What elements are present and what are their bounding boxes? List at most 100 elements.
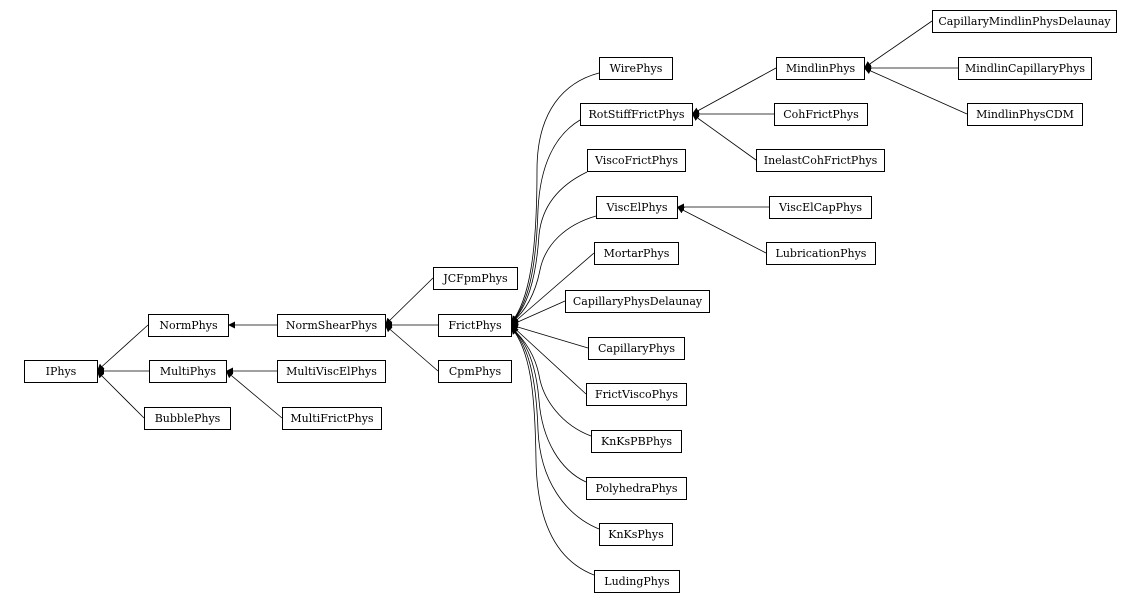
class-node-rotstifffrictphys[interactable]: RotStiffFrictPhys [580, 103, 693, 126]
class-node-knksphys[interactable]: KnKsPhys [599, 523, 673, 546]
edge-normphys-to-iphys [96, 324, 149, 372]
class-box [438, 314, 512, 337]
class-node-mindlinphys[interactable]: MindlinPhys [776, 57, 865, 80]
class-label: CohFrictPhys [783, 108, 859, 121]
class-box [599, 57, 673, 80]
class-node-lubricationphys[interactable]: LubricationPhys [766, 242, 876, 265]
class-box [766, 242, 876, 265]
edges-layer [96, 20, 968, 576]
edge-ludingphys-to-frictphys [510, 326, 595, 576]
edge-capillarymindlinphysdelaunay-to-mindlinphys [863, 20, 933, 69]
class-label: ViscElCapPhys [778, 201, 862, 214]
class-label: MultiViscElPhys [286, 365, 377, 378]
class-node-polyhedraphys[interactable]: PolyhedraPhys [586, 477, 687, 500]
class-box [958, 57, 1092, 80]
class-label: MortarPhys [604, 247, 670, 260]
class-label: CapillaryPhysDelaunay [573, 295, 703, 308]
class-node-multiphys[interactable]: MultiPhys [149, 360, 227, 383]
class-label: WirePhys [610, 62, 663, 75]
class-label: KnKsPhys [608, 528, 664, 541]
class-label: CapillaryMindlinPhysDelaunay [938, 15, 1111, 28]
edge-viscofrictphys-to-frictphys [510, 171, 588, 324]
class-node-capillaryphys[interactable]: CapillaryPhys [588, 337, 685, 360]
class-node-normshearphys[interactable]: NormShearPhys [277, 314, 386, 337]
class-label: CpmPhys [449, 365, 502, 378]
class-label: CapillaryPhys [598, 342, 675, 355]
edge-mindlinphyscdm-to-mindlinphys [863, 67, 968, 115]
class-box [756, 149, 885, 172]
class-box [591, 430, 682, 453]
class-box [776, 57, 865, 80]
edge-cpmphys-to-normshearphys [384, 324, 439, 372]
edge-polyhedraphys-to-frictphys [510, 326, 587, 483]
class-node-multiviscelphys[interactable]: MultiViscElPhys [277, 360, 386, 383]
class-node-normphys[interactable]: NormPhys [148, 314, 229, 337]
edge-capillaryphysdelaunay-to-frictphys [510, 300, 566, 326]
class-node-wirephys[interactable]: WirePhys [599, 57, 673, 80]
class-label: LubricationPhys [776, 247, 867, 260]
class-label: IPhys [46, 365, 77, 378]
class-box [144, 407, 231, 430]
edge-lubricationphys-to-viscelphys [676, 206, 767, 254]
class-box [594, 570, 680, 593]
edge-bubblephys-to-iphys [96, 370, 145, 419]
class-label: FrictPhys [448, 319, 502, 332]
class-node-ludingphys[interactable]: LudingPhys [594, 570, 680, 593]
class-node-cpmphys[interactable]: CpmPhys [438, 360, 512, 383]
edge-multifrictphys-to-multiphys [225, 370, 283, 419]
class-node-viscelcapphys[interactable]: ViscElCapPhys [769, 196, 872, 219]
class-node-multifrictphys[interactable]: MultiFrictPhys [282, 407, 382, 430]
class-label: BubblePhys [155, 412, 221, 425]
class-node-capillarymindlinphysdelaunay[interactable]: CapillaryMindlinPhysDelaunay [932, 10, 1117, 33]
class-node-frictphys[interactable]: FrictPhys [438, 314, 512, 337]
edge-jcfpmphys-to-normshearphys [384, 277, 434, 326]
class-box [277, 314, 386, 337]
class-box [586, 477, 687, 500]
class-box [596, 196, 678, 219]
edge-knkspbphys-to-frictphys [510, 326, 592, 437]
class-node-mindlincapillaryphys[interactable]: MindlinCapillaryPhys [958, 57, 1092, 80]
class-box [433, 267, 518, 290]
class-box [149, 360, 227, 383]
class-label: InelastCohFrictPhys [764, 154, 878, 167]
class-label: MindlinPhysCDM [976, 108, 1074, 121]
class-node-capillaryphysdelaunay[interactable]: CapillaryPhysDelaunay [565, 290, 710, 313]
class-box [565, 290, 710, 313]
class-node-frictviscophys[interactable]: FrictViscoPhys [586, 383, 687, 406]
class-node-inelastcohfrictphys[interactable]: InelastCohFrictPhys [756, 149, 885, 172]
edge-viscelphys-to-frictphys [510, 215, 597, 324]
class-box [594, 242, 679, 265]
class-box [148, 314, 229, 337]
class-node-viscofrictphys[interactable]: ViscoFrictPhys [587, 149, 686, 172]
edge-wirephys-to-frictphys [510, 72, 600, 324]
class-label: MindlinCapillaryPhys [965, 62, 1085, 75]
class-node-mindlinphyscdm[interactable]: MindlinPhysCDM [967, 103, 1083, 126]
class-label: NormShearPhys [286, 319, 378, 332]
class-label: PolyhedraPhys [595, 482, 677, 495]
class-node-bubblephys[interactable]: BubblePhys [144, 407, 231, 430]
class-box [277, 360, 386, 383]
class-label: ViscElPhys [606, 201, 668, 214]
class-node-mortarphys[interactable]: MortarPhys [594, 242, 679, 265]
class-label: JCFpmPhys [442, 272, 508, 285]
edge-capillaryphys-to-frictphys [510, 323, 589, 349]
class-box [967, 103, 1083, 126]
class-label: ViscoFrictPhys [594, 154, 678, 167]
class-node-knkspbphys[interactable]: KnKsPBPhys [591, 430, 682, 453]
class-node-cohfrictphys[interactable]: CohFrictPhys [774, 103, 868, 126]
edge-mindlinphys-to-rotstifffrictphys [691, 67, 777, 115]
class-label: RotStiffFrictPhys [589, 108, 685, 121]
class-box [587, 149, 686, 172]
edge-inelastcohfrictphys-to-rotstifffrictphys [691, 113, 757, 161]
class-label: KnKsPBPhys [601, 435, 672, 448]
class-box [932, 10, 1117, 33]
edge-rotstifffrictphys-to-frictphys [510, 119, 581, 324]
class-node-iphys[interactable]: IPhys [24, 360, 98, 383]
class-box [438, 360, 512, 383]
class-label: FrictViscoPhys [595, 388, 678, 401]
class-box [599, 523, 673, 546]
class-label: NormPhys [159, 319, 218, 332]
class-node-jcfpmphys[interactable]: JCFpmPhys [433, 267, 518, 290]
class-node-viscelphys[interactable]: ViscElPhys [596, 196, 678, 219]
